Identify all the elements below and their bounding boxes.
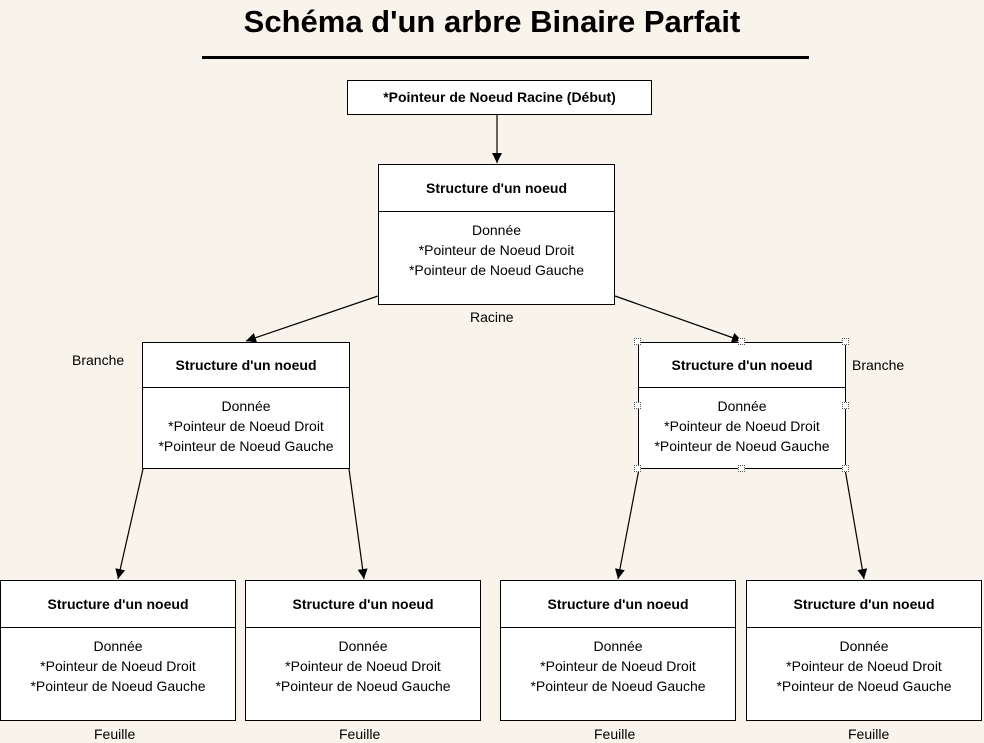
selection-handle-bottom-left[interactable] bbox=[634, 465, 641, 472]
node-body: Donnée *Pointeur de Noeud Droit *Pointeu… bbox=[747, 628, 981, 696]
node-left-pointer-line: *Pointeur de Noeud Gauche bbox=[275, 678, 451, 694]
node-leaf-2[interactable]: Structure d'un noeud Donnée *Pointeur de… bbox=[245, 580, 481, 721]
node-header: Structure d'un noeud bbox=[639, 343, 845, 388]
node-left-pointer-line: *Pointeur de Noeud Gauche bbox=[408, 262, 585, 278]
selection-handle-top-left[interactable] bbox=[634, 338, 641, 345]
arrow-left-leaf1 bbox=[115, 468, 144, 580]
label-feuille-2: Feuille bbox=[339, 726, 381, 742]
node-branch-left[interactable]: Structure d'un noeud Donnée *Pointeur de… bbox=[142, 342, 350, 469]
node-root[interactable]: Structure d'un noeud Donnée *Pointeur de… bbox=[378, 164, 615, 305]
node-left-pointer-line: *Pointeur de Noeud Gauche bbox=[158, 438, 334, 454]
node-header: Structure d'un noeud bbox=[379, 165, 614, 212]
selection-handle-top-right[interactable] bbox=[842, 338, 849, 345]
title-underline bbox=[202, 56, 809, 59]
selection-handle-bottom-middle[interactable] bbox=[738, 465, 745, 472]
label-branche-right: Branche bbox=[852, 357, 905, 373]
node-data-line: Donnée bbox=[839, 638, 889, 654]
root-pointer-box[interactable]: *Pointeur de Noeud Racine (Début) bbox=[347, 80, 652, 115]
node-leaf-4[interactable]: Structure d'un noeud Donnée *Pointeur de… bbox=[746, 580, 982, 721]
node-right-pointer-line: *Pointeur de Noeud Droit bbox=[418, 242, 575, 258]
node-header: Structure d'un noeud bbox=[1, 581, 235, 628]
label-racine: Racine bbox=[470, 309, 514, 325]
node-data-line: Donnée bbox=[93, 638, 143, 654]
node-body: Donnée *Pointeur de Noeud Droit *Pointeu… bbox=[639, 388, 845, 456]
node-right-pointer-line: *Pointeur de Noeud Droit bbox=[786, 658, 942, 674]
selection-handle-bottom-right[interactable] bbox=[842, 465, 849, 472]
node-header: Structure d'un noeud bbox=[501, 581, 735, 628]
node-leaf-1[interactable]: Structure d'un noeud Donnée *Pointeur de… bbox=[0, 580, 236, 721]
selection-handle-middle-left[interactable] bbox=[634, 402, 641, 409]
node-left-pointer-line: *Pointeur de Noeud Gauche bbox=[654, 438, 830, 454]
node-right-pointer-line: *Pointeur de Noeud Droit bbox=[285, 658, 441, 674]
node-left-pointer-line: *Pointeur de Noeud Gauche bbox=[30, 678, 206, 694]
node-data-line: Donnée bbox=[471, 222, 522, 238]
node-left-pointer-line: *Pointeur de Noeud Gauche bbox=[776, 678, 952, 694]
label-feuille-1: Feuille bbox=[94, 726, 136, 742]
node-right-pointer-line: *Pointeur de Noeud Droit bbox=[40, 658, 196, 674]
node-header: Structure d'un noeud bbox=[143, 343, 349, 388]
node-data-line: Donnée bbox=[221, 398, 271, 414]
arrow-left-leaf2 bbox=[348, 468, 368, 580]
diagram-title: Schéma d'un arbre Binaire Parfait bbox=[243, 4, 741, 39]
node-header: Structure d'un noeud bbox=[747, 581, 981, 628]
node-data-line: Donnée bbox=[593, 638, 643, 654]
node-right-pointer-line: *Pointeur de Noeud Droit bbox=[664, 418, 820, 434]
node-data-line: Donnée bbox=[338, 638, 388, 654]
label-feuille-4: Feuille bbox=[848, 726, 890, 742]
label-branche-left: Branche bbox=[72, 352, 125, 368]
arrow-root-right bbox=[614, 295, 743, 343]
node-right-pointer-line: *Pointeur de Noeud Droit bbox=[540, 658, 696, 674]
node-branch-right[interactable]: Structure d'un noeud Donnée *Pointeur de… bbox=[638, 342, 846, 469]
node-header: Structure d'un noeud bbox=[246, 581, 480, 628]
node-body: Donnée *Pointeur de Noeud Droit *Pointeu… bbox=[379, 212, 614, 280]
node-body: Donnée *Pointeur de Noeud Droit *Pointeu… bbox=[1, 628, 235, 696]
node-body: Donnée *Pointeur de Noeud Droit *Pointeu… bbox=[501, 628, 735, 696]
selection-handle-top-middle[interactable] bbox=[738, 338, 745, 345]
node-data-line: Donnée bbox=[717, 398, 767, 414]
node-left-pointer-line: *Pointeur de Noeud Gauche bbox=[530, 678, 706, 694]
node-right-pointer-line: *Pointeur de Noeud Droit bbox=[168, 418, 324, 434]
label-feuille-3: Feuille bbox=[594, 726, 636, 742]
node-body: Donnée *Pointeur de Noeud Droit *Pointeu… bbox=[143, 388, 349, 456]
arrow-right-leaf3 bbox=[614, 468, 640, 580]
arrow-root-left bbox=[245, 295, 379, 343]
node-leaf-3[interactable]: Structure d'un noeud Donnée *Pointeur de… bbox=[500, 580, 736, 721]
selection-handle-middle-right[interactable] bbox=[842, 402, 849, 409]
node-body: Donnée *Pointeur de Noeud Droit *Pointeu… bbox=[246, 628, 480, 696]
arrow-right-leaf4 bbox=[844, 468, 868, 580]
